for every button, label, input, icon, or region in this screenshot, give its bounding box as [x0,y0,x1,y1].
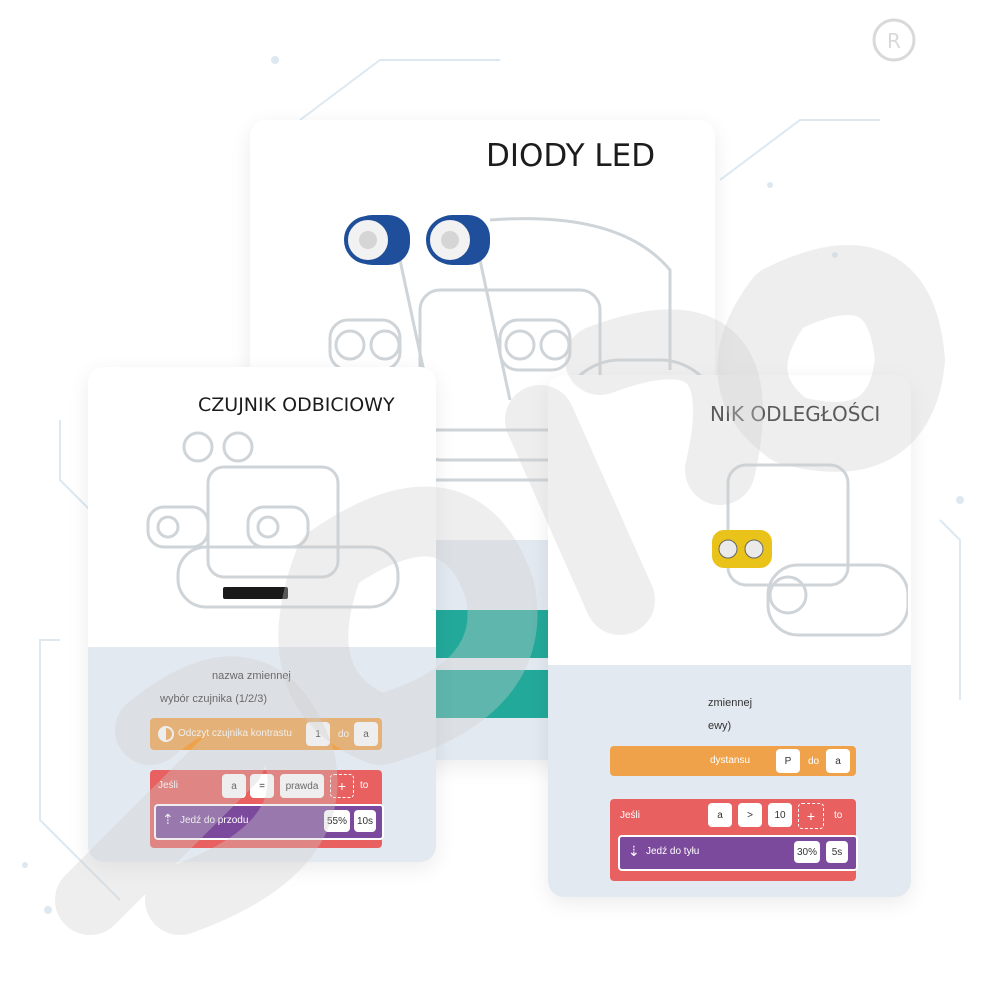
read-distance-block[interactable]: dystansu [610,746,856,776]
if-add-condition-button[interactable]: + [330,774,354,798]
card-title: CZUJNIK ODBICIOWY [198,394,395,416]
variable-chip[interactable]: a [354,722,378,746]
move-backward-block[interactable]: ⇣ Jedź do tyłu [618,835,858,871]
card-czujnik-odleglosci: NIK ODLEGŁOŚCI zmiennej ewy) dystansu P … [548,375,911,897]
read-block-label: dystansu [710,755,751,766]
if-add-condition-button[interactable]: + [798,803,824,829]
move-block-label: Jedź do przodu [180,815,249,826]
read-block-label: Odczyt czujnika kontrastu [178,728,292,739]
robot-illustration [146,431,400,609]
label-sensor-choice: wybór czujnika (1/2/3) [160,693,267,705]
if-op-chip[interactable]: = [250,774,274,798]
card-title: NIK ODLEGŁOŚCI [710,402,881,426]
move-time-chip[interactable]: 10s [354,810,376,832]
robot-illustration [712,463,908,637]
read-do-text: do [338,729,350,740]
if-label: Jeśli [620,810,641,821]
robot-illustration [328,215,710,512]
move-block-label: Jedź do tyłu [646,846,700,857]
variable-chip[interactable]: a [826,749,850,773]
card-czujnik-odbiciowy: CZUJNIK ODBICIOWY nazwa zmiennej wybór c… [88,367,436,862]
if-var-chip[interactable]: a [222,774,246,798]
reflective-sensor [223,587,288,599]
arrow-down-icon: ⇣ [628,843,640,859]
move-percent-chip[interactable]: 55% [324,810,350,832]
move-percent-chip[interactable]: 30% [794,841,820,863]
if-label: Jeśli [158,780,179,791]
label-variable-name: nazwa zmiennej [212,670,291,682]
label-sensor-choice: ewy) [708,720,732,732]
move-time-chip[interactable]: 5s [826,841,848,863]
sensor-value-chip[interactable]: P [776,749,800,773]
distance-sensor [712,530,772,568]
card-title: DIODY LED [486,138,656,174]
read-contrast-block[interactable]: Odczyt czujnika kontrastu [150,718,382,750]
label-variable-name: zmiennej [708,697,753,709]
if-to-text: to [360,780,369,791]
if-op-chip[interactable]: > [738,803,762,827]
if-value-chip[interactable]: prawda [280,774,324,798]
arrow-up-icon: ⇡ [162,811,174,827]
read-do-text: do [808,756,820,767]
if-to-text: to [834,810,843,821]
contrast-icon [158,726,174,742]
if-value-chip[interactable]: 10 [768,803,792,827]
sensor-value-chip[interactable]: 1 [306,722,330,746]
if-var-chip[interactable]: a [708,803,732,827]
